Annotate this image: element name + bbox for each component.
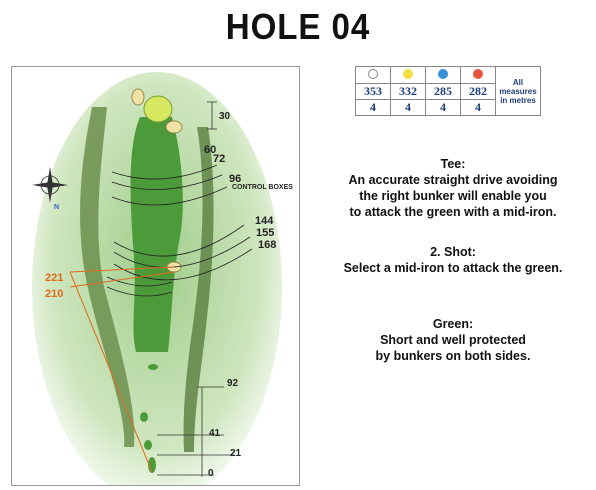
distance-red: 282 xyxy=(460,83,496,100)
marker-210: 210 xyxy=(45,288,63,300)
marker-96: 96 xyxy=(229,173,241,185)
shot-line: Select a mid-iron to attack the green. xyxy=(343,261,563,275)
measure-note-line: in metres xyxy=(500,95,536,105)
green-description: Green: Short and well protected by bunke… xyxy=(310,316,596,364)
hole-diagram: N 30 60 72 96 CONTROL BOXES 144 155 168 … xyxy=(32,72,293,485)
measure-lines xyxy=(157,101,234,477)
tee-line: the right bunker will enable you xyxy=(359,189,547,203)
green-bunker-right xyxy=(165,120,183,134)
par-yellow: 4 xyxy=(390,99,426,116)
left-tree-line xyxy=(80,107,135,447)
marker-72: 72 xyxy=(213,153,225,165)
measure-note: All measures in metres xyxy=(495,66,541,116)
shot-description: 2. Shot: Select a mid-iron to attack the… xyxy=(310,244,596,276)
distance-white: 353 xyxy=(355,83,391,100)
green-line: Short and well protected xyxy=(380,333,526,347)
tee-distance-table: All measures in metres 353 332 285 282 4… xyxy=(355,66,541,116)
hole-title: HOLE 04 xyxy=(225,6,371,47)
tee-box-4 xyxy=(148,457,156,473)
green-heading: Green: xyxy=(432,317,474,331)
distance-yellow: 332 xyxy=(390,83,426,100)
marker-144: 144 xyxy=(255,215,274,227)
aim-lines xyxy=(69,266,175,473)
fairway xyxy=(130,117,183,352)
tee-box-3 xyxy=(144,440,152,450)
distance-arcs xyxy=(106,164,253,297)
distance-blue: 285 xyxy=(425,83,461,100)
measure-note-line: measures xyxy=(499,86,537,96)
tee-line: An accurate straight drive avoiding xyxy=(348,173,558,187)
par-blue: 4 xyxy=(425,99,461,116)
tee-col-red xyxy=(460,66,496,84)
marker-41: 41 xyxy=(209,428,221,439)
tee-col-yellow xyxy=(390,66,426,84)
tee-box-2 xyxy=(140,412,148,422)
par-white: 4 xyxy=(355,99,391,116)
tee-description: Tee: An accurate straight drive avoiding… xyxy=(310,156,596,220)
marker-168: 168 xyxy=(258,239,276,251)
marker-30: 30 xyxy=(219,111,231,122)
tee-col-blue xyxy=(425,66,461,84)
hole-map: N 30 60 72 96 CONTROL BOXES 144 155 168 … xyxy=(11,66,300,486)
marker-21: 21 xyxy=(230,448,242,459)
red-tee-icon xyxy=(473,69,483,79)
green-bunker-left xyxy=(131,88,145,106)
tee-col-white xyxy=(355,66,391,84)
marker-221: 221 xyxy=(45,272,63,284)
compass-icon xyxy=(32,167,68,203)
yellow-tee-icon xyxy=(403,69,413,79)
green-line: by bunkers on both sides. xyxy=(375,349,531,363)
shot-heading: 2. Shot: xyxy=(430,245,476,259)
marker-0: 0 xyxy=(208,468,214,479)
measure-note-line: All xyxy=(512,77,524,87)
blue-tee-icon xyxy=(438,69,448,79)
green xyxy=(143,95,173,123)
compass-north: N xyxy=(54,204,59,211)
marker-155: 155 xyxy=(256,227,274,239)
tee-heading: Tee: xyxy=(440,157,466,171)
right-tree-line xyxy=(183,127,214,452)
marker-60: 60 xyxy=(204,144,216,156)
tee-box-1 xyxy=(148,364,158,370)
marker-92: 92 xyxy=(227,378,239,389)
control-boxes-label: CONTROL BOXES xyxy=(232,184,293,191)
tee-line: to attack the green with a mid-iron. xyxy=(349,205,557,219)
par-red: 4 xyxy=(460,99,496,116)
white-tee-icon xyxy=(368,69,378,79)
